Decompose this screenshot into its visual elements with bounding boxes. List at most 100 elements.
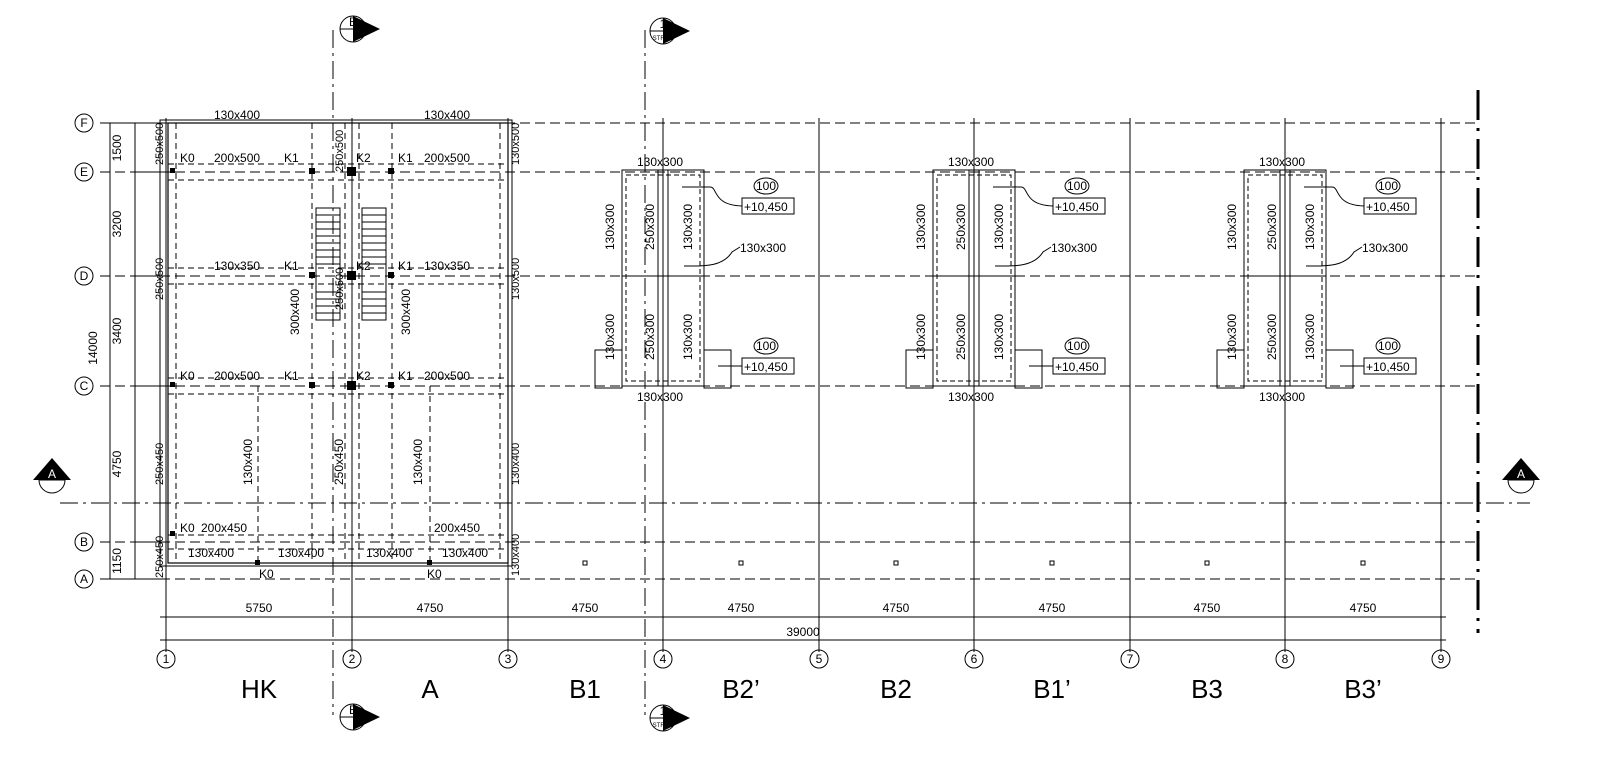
row-c-k1-a: K1 xyxy=(284,369,299,383)
row-c-k1-b: K1 xyxy=(398,369,413,383)
svg-text:250x300: 250x300 xyxy=(954,314,968,360)
dim-5-6: 4750 xyxy=(883,601,910,615)
svg-text:C: C xyxy=(80,379,89,393)
vbeam-3: 250x450 xyxy=(154,443,166,485)
k0-bottom-2: K0 xyxy=(427,567,442,581)
svg-text:100: 100 xyxy=(756,339,776,353)
row-a-beam-3: 130x400 xyxy=(366,546,412,560)
svg-text:130x300: 130x300 xyxy=(637,155,683,169)
grid-bubble-row-b: B xyxy=(74,532,94,552)
zone-label-b1-prime: B1’ xyxy=(1033,674,1071,704)
grid-bubble-col-3: 3 xyxy=(498,649,518,669)
svg-text:100: 100 xyxy=(1067,339,1087,353)
svg-text:B: B xyxy=(80,535,88,549)
svg-text:130x300: 130x300 xyxy=(914,204,928,250)
svg-text:130x300: 130x300 xyxy=(1225,204,1239,250)
grid-bubble-row-e: E xyxy=(74,162,94,182)
row-d-beam-2: 130x350 xyxy=(424,259,470,273)
row-a-beam-1: 130x400 xyxy=(188,546,234,560)
svg-text:130x300: 130x300 xyxy=(681,314,695,360)
grid-bubble-row-f: F xyxy=(74,113,94,133)
svg-text:130x300: 130x300 xyxy=(992,204,1006,250)
row-d-k1-a: K1 xyxy=(284,259,299,273)
dim-7-8: 4750 xyxy=(1194,601,1221,615)
grid-bubble-row-c: C xyxy=(74,376,94,396)
svg-text:130x300: 130x300 xyxy=(1051,241,1097,255)
svg-text:STR-03: STR-03 xyxy=(653,36,674,42)
svg-text:250x300: 250x300 xyxy=(643,314,657,360)
svg-text:250x300: 250x300 xyxy=(643,204,657,250)
row-c-beam-1: 200x500 xyxy=(214,369,260,383)
vbeam-8: 130x400 xyxy=(510,534,522,576)
svg-text:100: 100 xyxy=(1378,339,1398,353)
svg-text:A: A xyxy=(80,572,88,586)
grid-bubble-col-9: 9 xyxy=(1431,649,1451,669)
svg-text:130x300: 130x300 xyxy=(1225,314,1239,360)
dim-8-9: 4750 xyxy=(1350,601,1377,615)
row-a-beam-2: 130x400 xyxy=(278,546,324,560)
unit-detail-b3prime: 130x300 130x300 130x300 250x300 130x300 … xyxy=(1216,155,1417,404)
grid-bubble-row-a: A xyxy=(74,569,94,589)
svg-text:+10,450: +10,450 xyxy=(744,200,788,214)
svg-text:250x300: 250x300 xyxy=(1265,314,1279,360)
row-e-beam-3: 200x500 xyxy=(424,151,470,165)
svg-text:9: 9 xyxy=(1438,652,1445,666)
dim-2-3: 4750 xyxy=(417,601,444,615)
svg-text:4: 4 xyxy=(660,652,667,666)
svg-text:1: 1 xyxy=(660,17,667,31)
dim-4-5: 4750 xyxy=(728,601,755,615)
beam-top-1: 130x400 xyxy=(214,108,260,122)
svg-text:E: E xyxy=(80,165,88,179)
svg-text:A: A xyxy=(48,467,56,481)
svg-text:130x300: 130x300 xyxy=(1303,314,1317,360)
left-building-block: 130x400 130x400 K0 200x500 K1 250x500 K2… xyxy=(154,108,522,581)
unit-detail-b1prime: 130x300 130x300 130x300 250x300 130x300 … xyxy=(905,155,1106,404)
row-d-k1-b: K1 xyxy=(398,259,413,273)
stair-right xyxy=(361,207,387,321)
row-c-beam-2: 200x500 xyxy=(424,369,470,383)
grid-bubble-col-7: 7 xyxy=(1120,649,1140,669)
vbeam-14: 130x400 xyxy=(411,439,425,485)
row-a-markers xyxy=(582,560,1366,566)
svg-text:+10,450: +10,450 xyxy=(1366,200,1410,214)
dim-f-e: 1500 xyxy=(110,134,124,161)
vbeam-5: 130x500 xyxy=(510,123,522,165)
svg-text:130x300: 130x300 xyxy=(1303,204,1317,250)
svg-text:130x300: 130x300 xyxy=(992,314,1006,360)
svg-text:130x300: 130x300 xyxy=(948,390,994,404)
grid-bubble-col-6: 6 xyxy=(964,649,984,669)
grid-bubble-col-1: 1 xyxy=(156,649,176,669)
row-e-k2: K2 xyxy=(356,151,371,165)
row-e-beam-1: 200x500 xyxy=(214,151,260,165)
grid-bubble-row-d: D xyxy=(74,266,94,286)
vbeam-10: 250x500 xyxy=(334,268,346,310)
svg-text:+10,450: +10,450 xyxy=(1366,360,1410,374)
svg-text:100: 100 xyxy=(756,179,776,193)
row-grid-bubbles: F E D C B A xyxy=(74,113,94,589)
columns xyxy=(170,167,432,565)
zone-labels: HK A B1 B2’ B2 B1’ B3 B3’ xyxy=(241,674,1382,704)
grid-bubble-col-2: 2 xyxy=(342,649,362,669)
vbeam-7: 130x400 xyxy=(510,443,522,485)
vertical-grid-lines xyxy=(165,30,1480,715)
svg-text:130x300: 130x300 xyxy=(914,314,928,360)
svg-text:130x300: 130x300 xyxy=(1259,390,1305,404)
svg-text:B: B xyxy=(349,703,357,717)
vbeam-9: 300x400 xyxy=(288,289,302,335)
zone-label-b3: B3 xyxy=(1191,674,1223,704)
svg-text:130x300: 130x300 xyxy=(740,241,786,255)
svg-text:5: 5 xyxy=(816,652,823,666)
grid-bubble-col-8: 8 xyxy=(1275,649,1295,669)
section-marker-a-left: A xyxy=(33,458,71,494)
bottom-dimension-lines xyxy=(160,616,1446,641)
row-d-k2: K2 xyxy=(356,259,371,273)
row-e-k1-b: K1 xyxy=(398,151,413,165)
svg-text:+10,450: +10,450 xyxy=(1055,360,1099,374)
row-a-beam-4: 130x400 xyxy=(442,546,488,560)
row-b-k0: K0 xyxy=(180,521,195,535)
svg-text:130x300: 130x300 xyxy=(1362,241,1408,255)
zone-label-hk: HK xyxy=(241,674,278,704)
vbeam-11: 300x400 xyxy=(399,289,413,335)
svg-text:8: 8 xyxy=(1282,652,1289,666)
stair-left xyxy=(315,207,341,321)
